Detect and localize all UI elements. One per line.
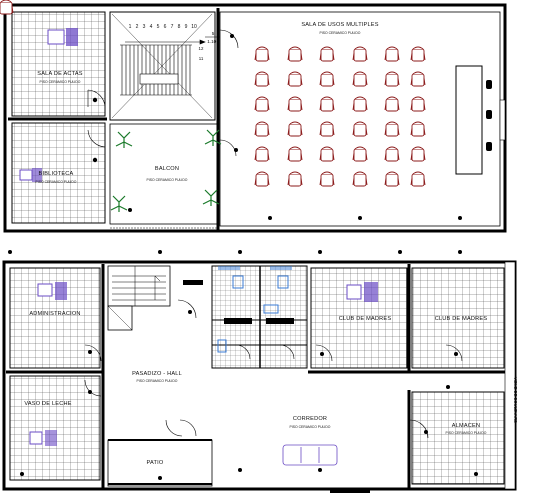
svg-text:9: 9 [185, 24, 188, 30]
balcon-plants [110, 129, 222, 212]
upper-floor: 1 2 3 4 5 6 7 8 9 10 5 1.100 12 11 [0, 0, 507, 233]
administracion-desk [37, 282, 67, 300]
floor-sala-actas: PISO CERAMICO PULIDO [40, 80, 81, 84]
lower-floor: ADMINISTRACION VASO DE LECHE PASADIZO - … [2, 250, 518, 493]
room-club-madres-2 [411, 267, 505, 369]
svg-text:1.100: 1.100 [207, 39, 219, 44]
floor-biblioteca: PISO CERAMICO PULIDO [36, 180, 77, 184]
label-patio: PATIO [147, 460, 164, 466]
floor-sala-usos: PISO CERAMICO PULIDO [320, 31, 361, 35]
stair-numbers: 1 2 3 4 5 6 7 8 9 10 5 1.100 12 11 [129, 24, 220, 61]
upper-doors [87, 29, 239, 157]
svg-text:12: 12 [199, 46, 204, 51]
svg-text:4: 4 [150, 24, 153, 30]
svg-text:5: 5 [212, 31, 215, 36]
sala-actas-desk [47, 28, 78, 46]
auditorium-chairs [0, 0, 426, 187]
label-biblioteca: BIBLIOTECA [39, 171, 74, 177]
club-madres-desk [346, 282, 378, 302]
floor-corredor: PISO CERAMICO PULIDO [290, 425, 331, 429]
lower-stair [107, 265, 171, 307]
label-balcon: BALCON [155, 166, 179, 172]
label-administracion: ADMINISTRACION [29, 311, 80, 317]
floor-pasadizo: PISO CERAMICO PULIDO [137, 379, 178, 383]
svg-text:7: 7 [171, 24, 174, 30]
svg-text:3: 3 [143, 24, 146, 30]
head-table [455, 65, 483, 175]
label-club-madres-1: CLUB DE MADRES [339, 316, 392, 322]
side-note: VIENE DE BOULEVARD [513, 377, 518, 423]
room-balcon [109, 123, 218, 225]
biblioteca-desk [19, 168, 42, 182]
svg-text:11: 11 [199, 56, 204, 61]
corredor-sofa [282, 444, 338, 466]
toilet-fixtures [217, 275, 289, 353]
floor-almacen: PISO CERAMICO PULIDO [446, 431, 487, 435]
svg-text:1: 1 [129, 24, 132, 30]
label-sala-actas: SALA DE ACTAS [37, 71, 82, 77]
room-almacen [411, 391, 505, 485]
vaso-leche-desk [29, 430, 57, 446]
stair-treads [111, 13, 213, 119]
svg-text:8: 8 [178, 24, 181, 30]
room-vaso-de-leche [9, 375, 101, 481]
label-vaso-de-leche: VASO DE LECHE [24, 401, 71, 407]
svg-text:2: 2 [136, 24, 139, 30]
floor-balcon: PISO CERAMICO PULIDO [147, 178, 188, 182]
label-pasadizo: PASADIZO - HALL [132, 371, 182, 377]
room-sala-actas [11, 11, 106, 117]
label-sala-usos: SALA DE USOS MULTIPLES [301, 22, 378, 28]
room-pasadizo-hall [108, 332, 212, 392]
svg-text:6: 6 [164, 24, 167, 30]
label-club-madres-2: CLUB DE MADRES [435, 316, 488, 322]
svg-text:5: 5 [157, 24, 160, 30]
label-corredor: CORREDOR [293, 416, 327, 422]
label-almacen: ALMACEN [452, 423, 480, 429]
svg-text:10: 10 [191, 24, 197, 30]
room-corredor [212, 376, 406, 484]
